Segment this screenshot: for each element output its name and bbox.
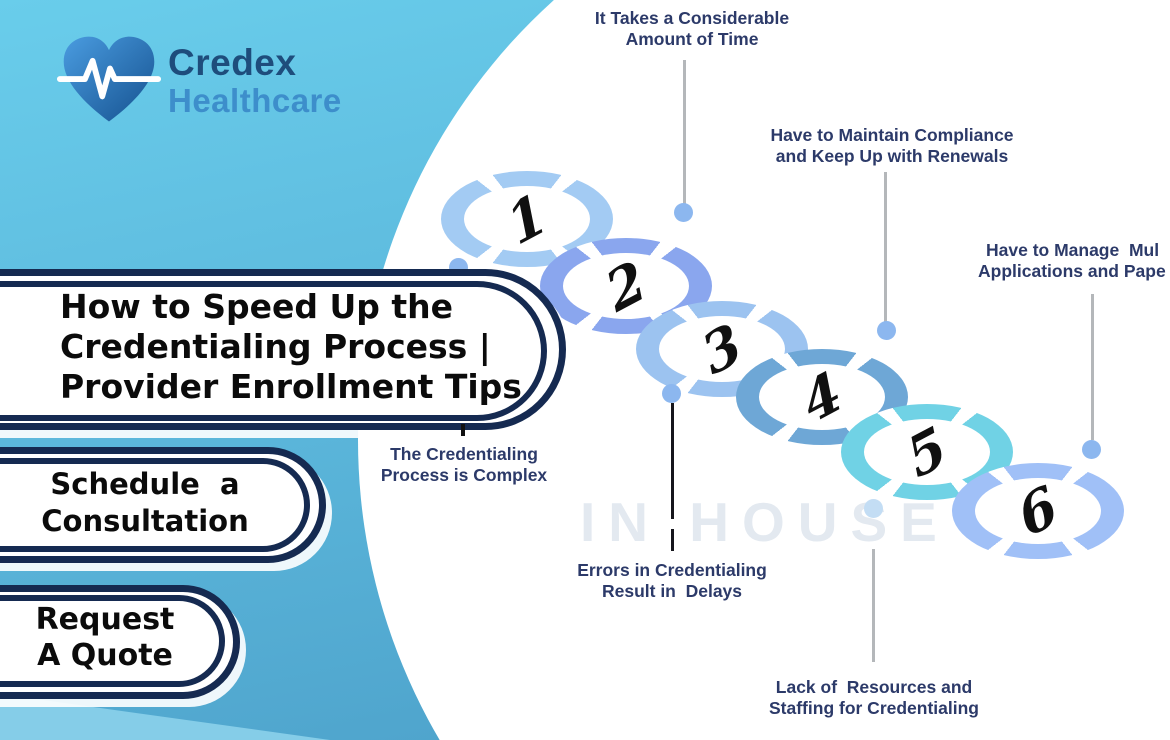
schedule-label-line-2: Consultation: [41, 504, 249, 538]
title-banner: [0, 281, 547, 421]
callout-applications: Have to Manage Mul Applications and Pape: [978, 240, 1170, 282]
callout-compliance-line-2: and Keep Up with Renewals: [775, 146, 1009, 166]
callout-errors: Errors in Credentialing Result in Delays: [552, 560, 792, 602]
step-circle-1-inner: 1: [464, 180, 590, 258]
callout-compliance: Have to Maintain Compliance and Keep Up …: [752, 125, 1032, 167]
connector-dot-compliance: [877, 321, 896, 340]
callout-errors-line-1: Errors in Credentialing: [577, 560, 767, 580]
step-number-5: 5: [898, 413, 956, 491]
connector-dot-resources: [864, 499, 883, 518]
heart-ekg-logo-icon: [56, 36, 162, 122]
page-title-line-1: How to Speed Up the: [60, 287, 454, 326]
connector-tick-complex: [461, 424, 465, 436]
schedule-consultation-button[interactable]: [0, 458, 310, 552]
step-circle-4: 4: [736, 349, 908, 445]
step-circle-5-inner: 5: [864, 413, 990, 491]
step-number-3: 3: [693, 310, 751, 388]
connector-line-applications: [1091, 294, 1094, 440]
step-circle-2-inner: 2: [563, 247, 689, 325]
step-number-2: 2: [597, 247, 655, 325]
connector-line-resources: [872, 549, 875, 662]
connector-line-errors: [671, 403, 674, 519]
callout-applications-line-1: Have to Manage Mul: [986, 240, 1160, 260]
step-number-4: 4: [793, 358, 851, 436]
connector-dot-errors: [662, 384, 681, 403]
callout-compliance-line-1: Have to Maintain Compliance: [770, 125, 1014, 145]
step-circle-5: 5: [841, 404, 1013, 500]
connector-line-compliance: [884, 172, 887, 322]
schedule-label-line-1: Schedule a: [50, 467, 240, 501]
request-quote-button-label[interactable]: Request A Quote: [0, 602, 210, 674]
step-circle-3: 3: [636, 301, 808, 397]
callout-applications-line-2: Applications and Pape: [978, 261, 1166, 281]
callout-time-line-1: It Takes a Considerable: [594, 8, 790, 28]
watermark-text: IN HOUSE: [580, 491, 950, 553]
brand-name: Credex: [168, 42, 297, 83]
quote-label-line-1: Request: [35, 602, 175, 637]
quote-label-line-2: A Quote: [37, 638, 173, 673]
page-title-line-3: Provider Enrollment Tips: [60, 367, 522, 406]
callout-resources-line-2: Staffing for Credentialing: [769, 698, 979, 718]
connector-line-time: [683, 60, 686, 204]
schedule-consultation-button-label[interactable]: Schedule a Consultation: [0, 466, 290, 540]
connector-dot-applications: [1082, 440, 1101, 459]
callout-complex: The Credentialing Process is Complex: [354, 444, 574, 486]
callout-time-line-2: Amount of Time: [625, 29, 759, 49]
step-number-6: 6: [1009, 472, 1067, 550]
connector-line-errors-segment: [671, 529, 674, 551]
connector-dot-time: [674, 203, 693, 222]
brand-tagline: Healthcare: [168, 82, 342, 119]
callout-resources: Lack of Resources and Staffing for Crede…: [739, 677, 1009, 719]
step-number-1: 1: [498, 180, 556, 258]
callout-time: It Takes a Considerable Amount of Time: [562, 8, 822, 50]
callout-errors-line-2: Result in Delays: [601, 581, 743, 601]
request-quote-button[interactable]: [0, 595, 225, 687]
step-circle-6: 6: [952, 463, 1124, 559]
step-circle-6-inner: 6: [975, 472, 1101, 550]
page-title-line-2: Credentialing Process |: [60, 327, 491, 366]
callout-resources-line-1: Lack of Resources and: [775, 677, 973, 697]
callout-complex-line-2: Process is Complex: [380, 465, 548, 485]
callout-complex-line-1: The Credentialing: [390, 444, 538, 464]
page-title: How to Speed Up the Credentialing Proces…: [0, 287, 540, 407]
